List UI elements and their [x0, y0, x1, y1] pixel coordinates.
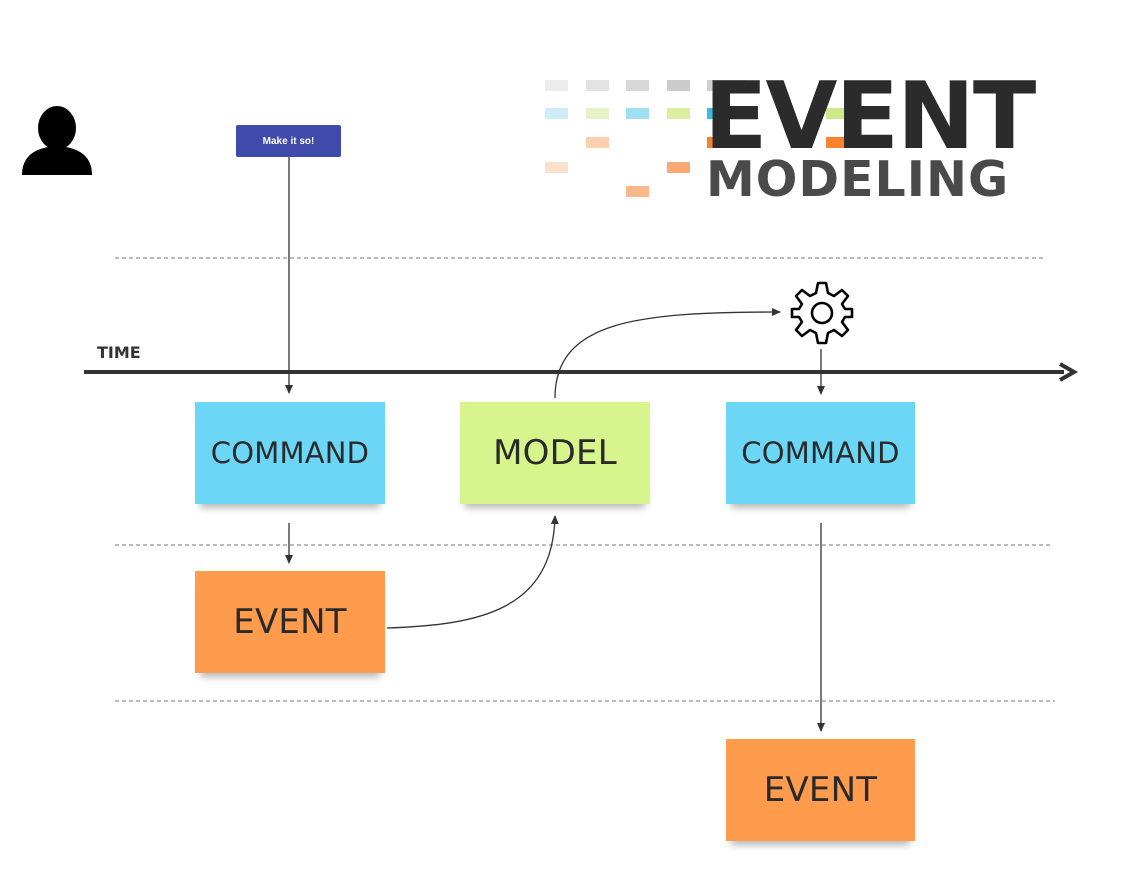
logo-bars: [545, 80, 864, 197]
timeline-arrowhead: [1059, 362, 1079, 382]
logo-text-event: EVENT: [704, 62, 1036, 170]
user-icon: [22, 106, 92, 175]
time-label: TIME: [97, 343, 141, 362]
command-note-1[interactable]: COMMAND: [195, 402, 385, 504]
model-note[interactable]: MODEL: [460, 402, 650, 504]
event-note-1[interactable]: EVENT: [195, 571, 385, 673]
command-note-label: COMMAND: [210, 436, 370, 470]
command-note-2[interactable]: COMMAND: [726, 402, 915, 504]
make-it-so-button[interactable]: Make it so!: [236, 125, 341, 157]
gear-icon: [790, 281, 854, 345]
connector-model-to-processor: [554, 308, 781, 399]
event-note-label: EVENT: [763, 770, 878, 810]
command-note-label: COMMAND: [741, 436, 900, 470]
event-note-label: EVENT: [233, 602, 347, 642]
model-note-label: MODEL: [493, 433, 617, 473]
connector-event-to-model: [386, 515, 559, 629]
event-note-2[interactable]: EVENT: [726, 739, 915, 841]
logo-text-modeling: MODELING: [706, 151, 1010, 208]
